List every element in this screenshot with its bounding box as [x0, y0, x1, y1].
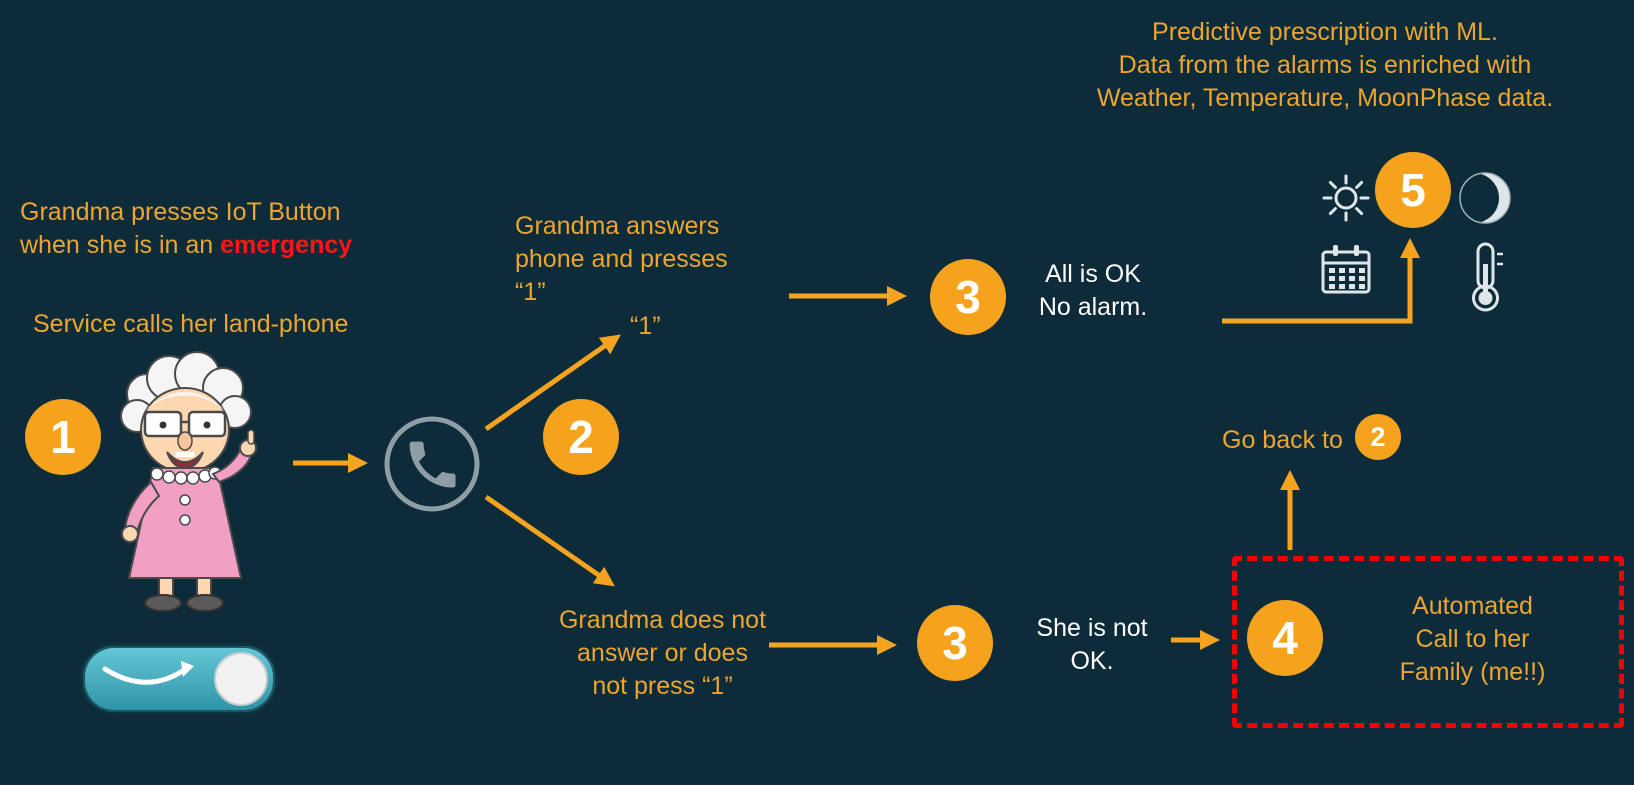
moonphase-icon — [1458, 172, 1511, 224]
not-ok-result: She is not OK. — [1036, 614, 1148, 675]
amazon-smile-icon — [102, 661, 194, 685]
thermometer-icon — [1472, 242, 1503, 312]
iot-dash-button[interactable] — [80, 643, 278, 715]
step-badge-3-bottom: 3 — [917, 605, 993, 681]
step-badge-3-top: 3 — [930, 259, 1006, 335]
intro-line2-prefix: when she is in an — [20, 231, 221, 259]
grandma-collar — [150, 466, 222, 485]
go-back-step-badge-2: 2 — [1355, 414, 1401, 460]
intro-text: Grandma presses IoT Button when she is i… — [20, 196, 352, 262]
ml-prediction-note: Predictive prescription with ML. Data fr… — [1096, 18, 1554, 112]
arrow-allok-to-step5 — [1222, 238, 1420, 324]
answer-branch-label: Grandma answers phone and presses “1” — [515, 212, 728, 306]
intro-line2: when she is in an emergency — [20, 229, 352, 262]
automated-call-label: Automated Call to her Family (me!!) — [1399, 592, 1546, 686]
noanswer-branch-label: Grandma does not answer or does not pres… — [558, 606, 767, 700]
calendar-icon — [1321, 245, 1371, 294]
phone-icon — [384, 416, 480, 512]
emergency-highlight: emergency — [220, 231, 353, 259]
answer-key-label: “1” — [630, 312, 661, 340]
dash-button-press-area[interactable] — [214, 652, 268, 706]
go-back-label: Go back to — [1222, 426, 1343, 454]
intro-line1: Grandma presses IoT Button — [20, 198, 341, 226]
sun-icon — [1322, 174, 1370, 222]
automated-call-box — [1232, 556, 1624, 728]
grandma-illustration — [120, 351, 257, 612]
step-badge-1: 1 — [25, 399, 101, 475]
arrow-phone-to-noanswer-branch — [484, 494, 615, 587]
all-ok-result: All is OK No alarm. — [1038, 260, 1148, 321]
step-badge-4: 4 — [1247, 600, 1323, 676]
service-call-label: Service calls her land-phone — [33, 310, 349, 338]
step-badge-5: 5 — [1375, 152, 1451, 228]
step-badge-2: 2 — [543, 399, 619, 475]
